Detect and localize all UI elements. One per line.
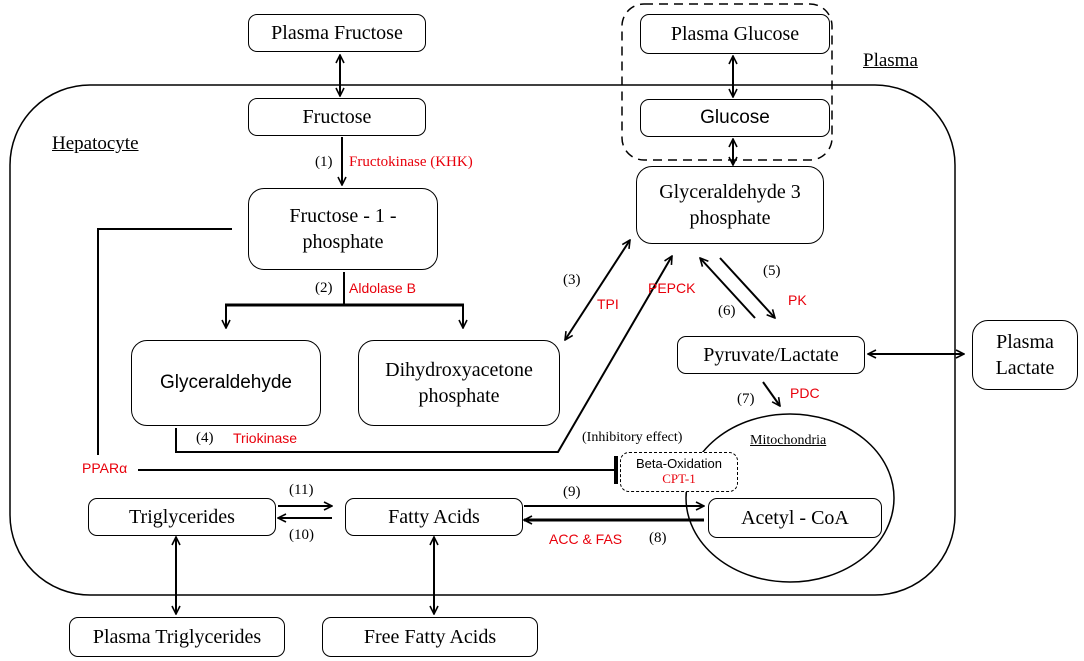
step-6-number: (6) xyxy=(718,303,736,319)
dihydroxyacetone-phosphate-box: Dihydroxyacetone phosphate xyxy=(358,340,560,426)
step-7-number: (7) xyxy=(737,391,755,407)
inhibitory-effect-label: (Inhibitory effect) xyxy=(582,430,683,445)
acetyl-coa-box: Acetyl - CoA xyxy=(708,498,882,538)
pyruvate-lactate-box: Pyruvate/Lactate xyxy=(677,336,865,374)
hepatocyte-membrane xyxy=(9,84,956,596)
glucose-transport-group xyxy=(621,3,833,161)
step-1-number: (1) xyxy=(315,154,333,170)
acc-fas-label: ACC & FAS xyxy=(549,531,623,547)
glucose-box: Glucose xyxy=(640,99,830,137)
step-5-number: (5) xyxy=(763,263,781,279)
line-ppara xyxy=(97,228,232,455)
step-11-number: (11) xyxy=(289,482,314,498)
plasma-lactate-box: Plasma Lactate xyxy=(972,320,1078,390)
tpi-label: TPI xyxy=(597,296,619,312)
free-fatty-acids-box: Free Fatty Acids xyxy=(322,617,538,657)
fructose-1-phosphate-box: Fructose - 1 - phosphate xyxy=(248,188,438,270)
beta-oxidation-box: Beta-Oxidation CPT-1 xyxy=(620,452,738,492)
triglycerides-box: Triglycerides xyxy=(88,498,276,536)
ppara-label: PPARα xyxy=(82,460,128,476)
cpt1-label: CPT-1 xyxy=(662,471,696,486)
plasma-label: Plasma xyxy=(863,50,918,71)
plasma-fructose-box: Plasma Fructose xyxy=(248,14,426,52)
glyceraldehyde-box: Glyceraldehyde xyxy=(131,340,321,426)
glyceraldehyde-3-phosphate-box: Glyceraldehyde 3 phosphate xyxy=(636,166,824,244)
step-10-number: (10) xyxy=(289,527,314,543)
step-3-number: (3) xyxy=(563,272,581,288)
arrow-step-5 xyxy=(719,257,775,318)
arrow-step-4 xyxy=(175,256,672,453)
plasma-triglycerides-box: Plasma Triglycerides xyxy=(69,617,285,657)
arrow-step-7 xyxy=(762,381,780,406)
plasma-glucose-box: Plasma Glucose xyxy=(640,14,830,54)
aldolase-b-label: Aldolase B xyxy=(349,280,416,296)
fructose-box: Fructose xyxy=(248,98,426,136)
step-8-number: (8) xyxy=(649,530,667,546)
triokinase-label: Triokinase xyxy=(233,430,298,446)
mitochondria-label: Mitochondria xyxy=(750,433,827,448)
beta-oxidation-label: Beta-Oxidation xyxy=(636,456,722,472)
pepck-label: PEPCK xyxy=(648,280,696,296)
fatty-acids-box: Fatty Acids xyxy=(345,498,523,536)
step-2-number: (2) xyxy=(315,280,333,296)
fructokinase-label: Fructokinase (KHK) xyxy=(349,154,473,170)
step-4-number: (4) xyxy=(196,430,214,446)
pdc-label: PDC xyxy=(790,385,820,401)
hepatocyte-label: Hepatocyte xyxy=(52,133,139,154)
mitochondria-membrane xyxy=(685,413,895,583)
arrow-step-3 xyxy=(565,240,630,340)
arrow-step-6 xyxy=(700,258,756,319)
step-9-number: (9) xyxy=(563,484,581,500)
pk-label: PK xyxy=(788,292,807,308)
